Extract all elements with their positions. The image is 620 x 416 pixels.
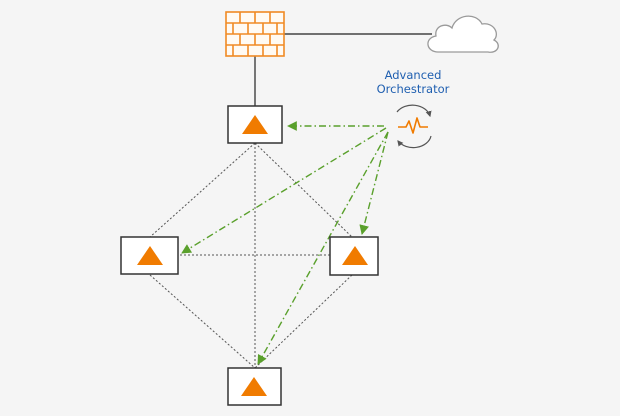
control-arrow-right [359, 131, 389, 235]
device-bottom[interactable] [227, 367, 282, 406]
orange-triangle-icon [241, 377, 267, 396]
pulse-wave-icon [398, 117, 428, 134]
device-mesh [149, 142, 353, 369]
control-arrow-left [181, 127, 387, 254]
device-top[interactable] [227, 105, 283, 144]
firewall-brick-icon [225, 11, 285, 57]
orange-triangle-icon [242, 115, 268, 134]
mesh-line-top-left [149, 142, 256, 238]
device-left[interactable] [120, 236, 179, 275]
orange-triangle-icon [342, 246, 368, 265]
mesh-line-left-bottom [149, 274, 256, 369]
orange-triangle-icon [137, 246, 163, 265]
cloud-icon [427, 15, 499, 53]
orchestrator-control-links [181, 121, 389, 365]
device-right[interactable] [329, 236, 379, 276]
orchestrator-label-line2: Orchestrator [377, 82, 450, 96]
control-arrow-bottom [257, 131, 389, 365]
refresh-arrows-icon [396, 104, 432, 149]
orchestrator[interactable]: Advanced Orchestrator [377, 68, 450, 149]
mesh-line-top-right [254, 142, 353, 238]
orchestrator-label-line1: Advanced [385, 68, 442, 82]
